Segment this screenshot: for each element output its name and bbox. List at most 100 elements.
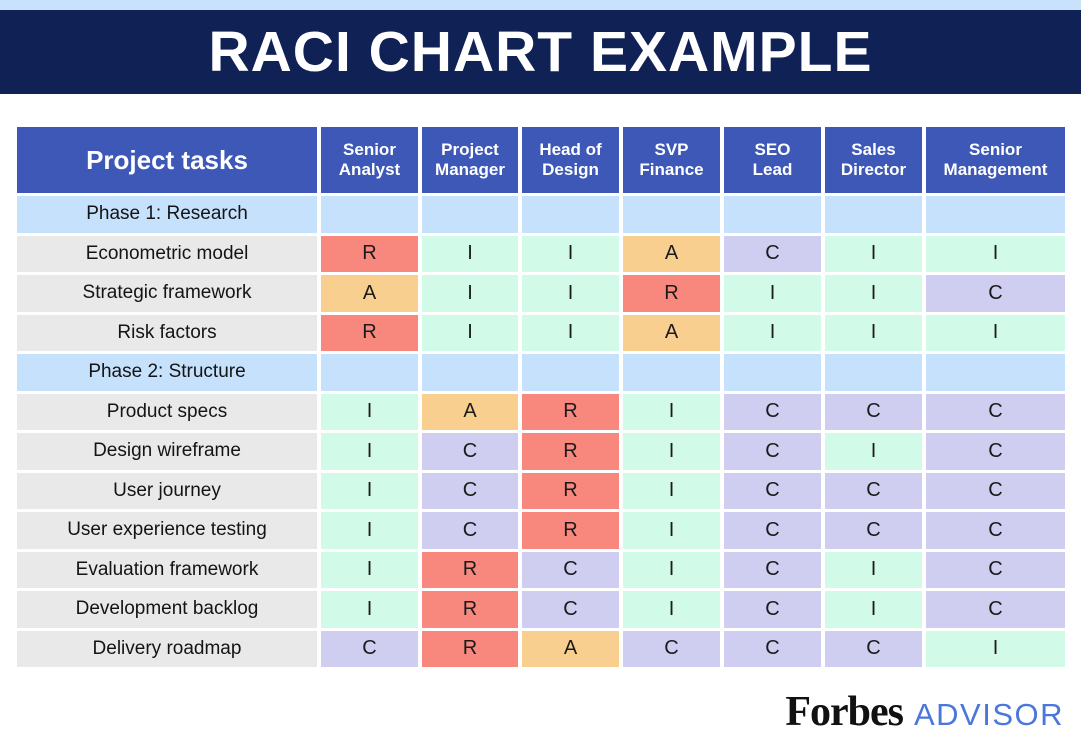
phase-row-empty-cell: [422, 354, 518, 391]
footer-logo: Forbes ADVISOR: [0, 688, 1064, 736]
raci-cell: C: [926, 433, 1065, 470]
column-header-role: Sales Director: [825, 127, 922, 193]
raci-cell: I: [321, 591, 418, 628]
raci-cell: R: [522, 433, 619, 470]
phase-row-empty-cell: [926, 196, 1065, 233]
task-label-cell: Development backlog: [17, 591, 317, 628]
task-label-cell: Econometric model: [17, 235, 317, 272]
raci-cell: I: [623, 433, 720, 470]
raci-cell: A: [321, 275, 418, 312]
raci-cell: I: [422, 235, 518, 272]
raci-cell: I: [522, 275, 619, 312]
raci-cell: C: [522, 591, 619, 628]
column-header-role: SVP Finance: [623, 127, 720, 193]
raci-cell: I: [926, 314, 1065, 351]
raci-cell: R: [422, 630, 518, 667]
advisor-wordmark: ADVISOR: [913, 697, 1064, 732]
raci-cell: A: [422, 393, 518, 430]
column-header-role: Project Manager: [422, 127, 518, 193]
raci-cell: C: [321, 630, 418, 667]
raci-cell: R: [321, 235, 418, 272]
task-label-cell: User journey: [17, 472, 317, 509]
raci-cell: C: [422, 512, 518, 549]
raci-cell: I: [825, 275, 922, 312]
raci-cell: C: [825, 630, 922, 667]
phase-row-label: Phase 2: Structure: [17, 354, 317, 391]
raci-cell: I: [623, 591, 720, 628]
raci-cell: I: [422, 275, 518, 312]
raci-cell: C: [825, 472, 922, 509]
task-label-cell: Strategic framework: [17, 275, 317, 312]
raci-cell: C: [724, 630, 821, 667]
phase-row-empty-cell: [522, 354, 619, 391]
raci-cell: I: [825, 551, 922, 588]
raci-cell: C: [724, 551, 821, 588]
raci-cell: I: [825, 314, 922, 351]
raci-cell: I: [724, 314, 821, 351]
raci-cell: I: [926, 630, 1065, 667]
task-label-cell: Risk factors: [17, 314, 317, 351]
raci-cell: R: [422, 551, 518, 588]
column-header-role: Senior Management: [926, 127, 1065, 193]
phase-row-empty-cell: [321, 354, 418, 391]
raci-cell: R: [522, 393, 619, 430]
title-banner: RACI CHART EXAMPLE: [0, 10, 1081, 94]
raci-cell: R: [321, 314, 418, 351]
raci-cell: I: [623, 393, 720, 430]
raci-cell: C: [724, 235, 821, 272]
raci-cell: I: [522, 314, 619, 351]
raci-cell: C: [724, 472, 821, 509]
raci-cell: A: [623, 235, 720, 272]
top-strip: [0, 0, 1081, 10]
raci-cell: C: [825, 393, 922, 430]
task-label-cell: User experience testing: [17, 512, 317, 549]
phase-row-empty-cell: [422, 196, 518, 233]
phase-row-empty-cell: [623, 196, 720, 233]
forbes-logo: Forbes: [785, 689, 904, 735]
raci-cell: C: [724, 433, 821, 470]
raci-cell: R: [422, 591, 518, 628]
raci-cell: C: [724, 393, 821, 430]
raci-cell: C: [724, 591, 821, 628]
raci-cell: R: [623, 275, 720, 312]
raci-cell: I: [321, 551, 418, 588]
raci-cell: C: [522, 551, 619, 588]
raci-cell: I: [321, 393, 418, 430]
raci-cell: C: [825, 512, 922, 549]
raci-cell: I: [321, 433, 418, 470]
phase-row-empty-cell: [825, 354, 922, 391]
task-label-cell: Product specs: [17, 393, 317, 430]
page-title: RACI CHART EXAMPLE: [208, 20, 873, 84]
task-label-cell: Delivery roadmap: [17, 630, 317, 667]
raci-cell: I: [623, 472, 720, 509]
raci-cell: I: [825, 591, 922, 628]
phase-row-empty-cell: [321, 196, 418, 233]
raci-cell: C: [926, 275, 1065, 312]
raci-cell: C: [926, 472, 1065, 509]
raci-cell: R: [522, 472, 619, 509]
raci-cell: I: [422, 314, 518, 351]
raci-cell: C: [926, 551, 1065, 588]
column-header-role: Senior Analyst: [321, 127, 418, 193]
raci-cell: I: [321, 512, 418, 549]
phase-row-empty-cell: [623, 354, 720, 391]
raci-cell: I: [825, 433, 922, 470]
phase-row-empty-cell: [926, 354, 1065, 391]
raci-cell: C: [926, 512, 1065, 549]
raci-cell: I: [522, 235, 619, 272]
phase-row-empty-cell: [825, 196, 922, 233]
raci-cell: C: [422, 472, 518, 509]
raci-cell: C: [926, 591, 1065, 628]
raci-cell: A: [522, 630, 619, 667]
raci-cell: A: [623, 314, 720, 351]
column-header-role: Head of Design: [522, 127, 619, 193]
raci-cell: C: [422, 433, 518, 470]
task-label-cell: Evaluation framework: [17, 551, 317, 588]
task-label-cell: Design wireframe: [17, 433, 317, 470]
raci-cell: C: [724, 512, 821, 549]
raci-cell: C: [926, 393, 1065, 430]
column-header-role: SEO Lead: [724, 127, 821, 193]
raci-cell: I: [825, 235, 922, 272]
